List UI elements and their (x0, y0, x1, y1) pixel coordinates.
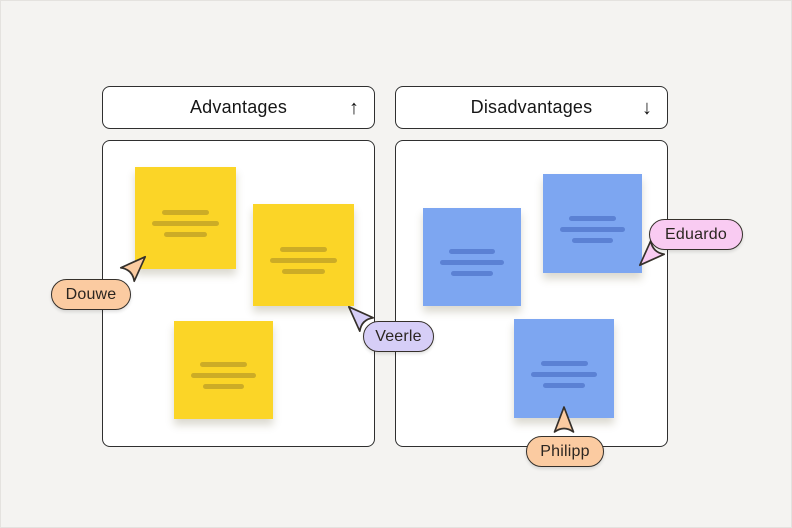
collaborator-name: Eduardo (665, 225, 727, 243)
note-text-placeholder (423, 249, 521, 277)
collaborator-name: Douwe (65, 285, 117, 303)
note-text-placeholder (543, 215, 642, 243)
sticky-note-yellow-3[interactable] (174, 321, 273, 419)
collaborator-cursor-icon (551, 405, 577, 435)
collaborator-name: Philipp (540, 442, 590, 460)
collaborator-name-badge: Douwe (51, 279, 131, 310)
sticky-note-blue-3[interactable] (514, 319, 614, 418)
note-text-placeholder (174, 362, 273, 390)
collaborator-cursor-icon (116, 246, 156, 286)
sticky-note-yellow-2[interactable] (253, 204, 354, 306)
column-header-disadvantages[interactable]: Disadvantages ↓ (395, 86, 668, 129)
column-header-disadvantages-label: Disadvantages (470, 97, 593, 117)
note-text-placeholder (253, 246, 354, 274)
arrow-up-icon: ↑ (349, 96, 359, 119)
collaborator-cursor-icon (338, 296, 378, 336)
sticky-note-blue-2[interactable] (543, 174, 642, 273)
collaborator-name-badge: Eduardo (649, 219, 743, 250)
note-text-placeholder (514, 360, 614, 388)
column-header-advantages[interactable]: Advantages ↑ (102, 86, 375, 129)
note-text-placeholder (135, 209, 236, 237)
sticky-note-blue-1[interactable] (423, 208, 521, 306)
collaborator-name: Veerle (375, 327, 422, 345)
collaborator-name-badge: Philipp (526, 436, 604, 467)
collaborator-name-badge: Veerle (363, 321, 434, 352)
arrow-down-icon: ↓ (642, 96, 652, 119)
column-header-advantages-label: Advantages (189, 97, 288, 117)
sticky-note-yellow-1[interactable] (135, 167, 236, 269)
